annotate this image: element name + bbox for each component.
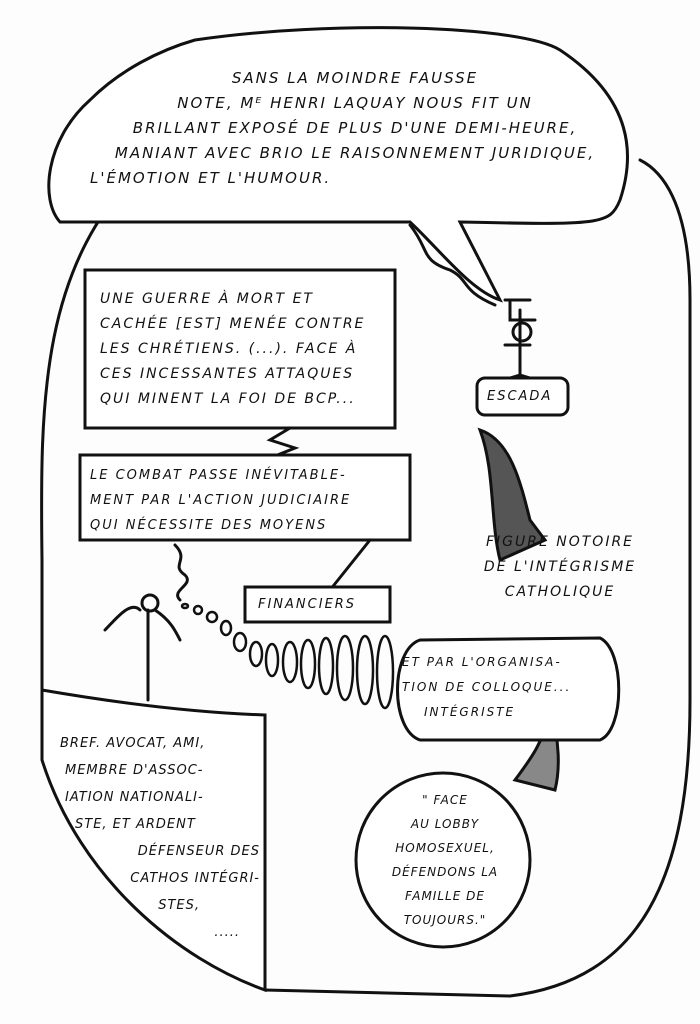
text-line: INTÉGRISTE [424, 705, 516, 719]
text-line: AU LOBBY [410, 817, 480, 831]
text-line: TION DE COLLOQUE... [402, 680, 572, 694]
text-line: " FACE [422, 793, 468, 807]
top-speech-bubble [47, 26, 629, 303]
text-line: IATION NATIONALI- [65, 790, 204, 805]
top-bubble-text: SANS LA MOINDRE FAUSSE NOTE, Mᴱ HENRI LA… [90, 66, 620, 191]
text-line: QUI NÉCESSITE DES MOYENS [90, 518, 328, 533]
ribbon-pole [103, 593, 182, 702]
flag-text: BREF. AVOCAT, AMI, MEMBRE D'ASSOC- IATIO… [60, 730, 260, 946]
text-line: HOMOSEXUEL, [395, 841, 495, 855]
text-line: ..... [214, 925, 240, 940]
tail-squiggle [173, 543, 189, 602]
financiers-box [243, 585, 392, 624]
text-line: SANS LA MOINDRE FAUSSE [231, 69, 479, 87]
text-line: STE, ET ARDENT [75, 817, 196, 832]
organisation-bubble [396, 636, 621, 742]
text-line: L'ÉMOTION ET L'HUMOUR. [90, 169, 332, 187]
text-line: NOTE, Mᴱ HENRI LAQUAY NOUS FIT UN [177, 94, 533, 112]
text-line: STES, [158, 898, 200, 913]
quote-box-2-text: LE COMBAT PASSE INÉVITABLE- MENT PAR L'A… [90, 463, 351, 538]
quote-box-1-text: UNE GUERRE À MORT ET CACHÉE [EST] MENÉE … [100, 287, 365, 412]
text-line: BRILLANT EXPOSÉ DE PLUS D'UNE DEMI-HEURE… [132, 119, 578, 137]
text-line: DÉFENSEUR DES [137, 844, 260, 859]
text-line: QUI MINENT LA FOI DE BCP... [100, 391, 356, 407]
text-line: UNE GUERRE À MORT ET [100, 291, 314, 307]
tail-line [328, 538, 372, 592]
text-line: DE L'INTÉGRISME [483, 559, 637, 575]
chain-of-ovals [180, 602, 395, 710]
text-line: CACHÉE [EST] MENÉE CONTRE [100, 316, 366, 332]
text-line: LE COMBAT PASSE INÉVITABLE- [90, 468, 347, 483]
slogan-circle [354, 771, 532, 949]
financiers-label: FINANCIERS [258, 597, 357, 612]
escada-box [475, 376, 570, 417]
escada-figure [503, 298, 537, 380]
organisation-bubble-text: ET PAR L'ORGANISA- TION DE COLLOQUE... I… [402, 650, 571, 725]
text-line: BREF. AVOCAT, AMI, [60, 736, 206, 751]
text-line: LES CHRÉTIENS. (...). FACE À [100, 341, 358, 357]
text-line: DÉFENDONS LA [391, 865, 499, 879]
text-line: ET PAR L'ORGANISA- [402, 655, 562, 669]
text-line: CES INCESSANTES ATTAQUES [100, 366, 355, 382]
text-line: TOUJOURS." [403, 913, 487, 927]
connector-squiggle [266, 426, 300, 458]
horn-shape-1 [477, 427, 548, 563]
text-line: MANIANT AVEC BRIO LE RAISONNEMENT JURIDI… [114, 144, 596, 162]
bubble-tail-squiggle [408, 223, 497, 307]
text-line: FAMILLE DE [405, 889, 485, 903]
quote-box-2 [78, 453, 412, 542]
figure-caption: FIGURE NOTOIRE DE L'INTÉGRISME CATHOLIQU… [460, 530, 660, 605]
slogan-circle-text: " FACE AU LOBBY HOMOSEXUEL, DÉFENDONS LA… [360, 788, 530, 932]
text-line: MEMBRE D'ASSOC- [65, 763, 204, 778]
text-line: CATHOLIQUE [504, 584, 616, 600]
flag-shape [40, 688, 267, 993]
text-line: MENT PAR L'ACTION JUDICIAIRE [90, 493, 352, 508]
text-line: FIGURE NOTOIRE [485, 534, 635, 550]
quote-box-1 [83, 268, 397, 430]
escada-label: ESCADA [487, 389, 553, 404]
text-line: CATHOS INTÉGRI- [130, 871, 260, 886]
